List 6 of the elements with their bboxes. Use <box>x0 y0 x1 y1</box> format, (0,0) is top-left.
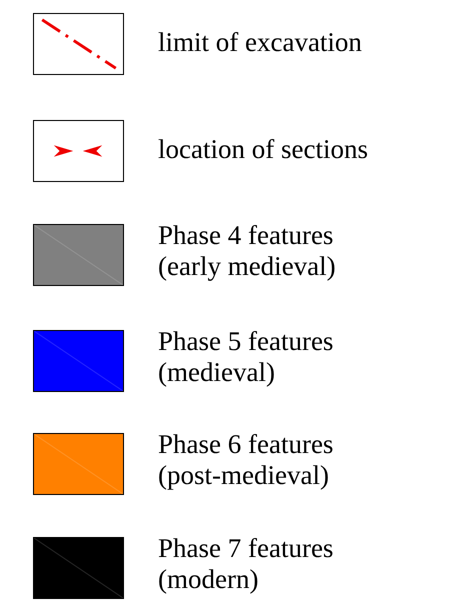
legend-label: Phase 5 features (medieval) <box>158 326 334 388</box>
legend-label: Phase 7 features (modern) <box>158 533 334 595</box>
legend-label: limit of excavation <box>158 27 363 58</box>
legend-label: location of sections <box>158 134 369 165</box>
legend-label: Phase 4 features (early medieval) <box>158 220 337 282</box>
legend-label: Phase 6 features (post-medieval) <box>158 429 334 491</box>
